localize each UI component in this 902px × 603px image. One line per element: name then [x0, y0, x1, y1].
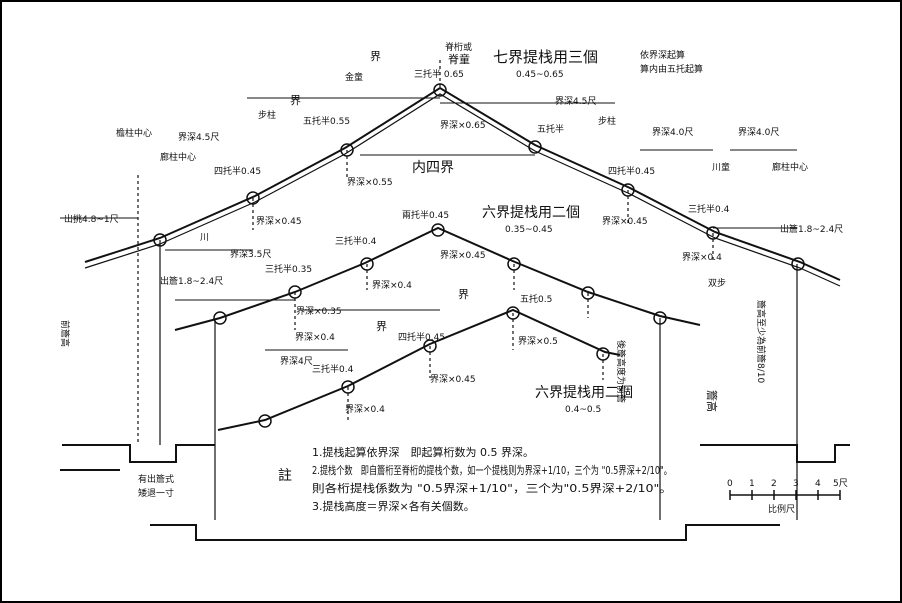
- notes-label: 註: [278, 468, 292, 484]
- mid-label-jie-2: 界: [376, 320, 387, 333]
- note-1: 1.提栈起算依界深 即起算桁数为 0.5 界深。: [312, 445, 534, 459]
- label-ridge-range: 0.45~0.65: [516, 70, 564, 80]
- title-six-bays-a-range: 0.35~0.45: [505, 225, 553, 235]
- label-jie-045-l: 界深×0.45: [256, 216, 302, 227]
- label-jie-045-r: 界深×0.45: [602, 216, 648, 227]
- label-chuan-tong: 川童: [712, 161, 730, 173]
- label-jie-055: 界深×0.55: [347, 177, 393, 188]
- scale-tick-3: 3: [793, 479, 799, 489]
- label-jin-tong: 金童: [345, 71, 363, 83]
- scale-bar: [729, 490, 841, 500]
- mid-label-yan-gao: 簷高: [705, 390, 719, 412]
- label-chu-yan-l: 出簷1.8~2.4尺: [160, 275, 223, 287]
- label-jie-40b: 界深4.0尺: [738, 127, 779, 138]
- label-jie-40: 界深4.0尺: [652, 127, 693, 138]
- scale-tick-0: 0: [727, 479, 733, 489]
- label-wu-tuo-r: 五托半: [537, 123, 564, 135]
- mid-label-san-tuo-035: 三托半0.35: [265, 263, 312, 275]
- ground-lines: [60, 444, 850, 541]
- note-right-top-2: 算内由五托起算: [640, 63, 703, 75]
- mid-label-jie-05: 界深×0.5: [518, 336, 558, 347]
- roof-seven-bays: [84, 86, 841, 287]
- mid-label-jie-035-b: 界深×0.4: [295, 332, 335, 343]
- note-2b: 則各桁提栈係数为 "0.5界深+1/10"，三个为"0.5界深+2/10"。: [312, 481, 672, 495]
- label-ridge-ratio: 三托半 0.65: [414, 68, 464, 80]
- label-si-tuo-045: 四托半0.45: [214, 165, 261, 177]
- label-yan-zhu: 檐柱中心: [116, 127, 152, 139]
- scale-label: 比例尺: [768, 503, 795, 515]
- mid-label-wu-tuo-05: 五托0.5: [520, 293, 552, 305]
- title-six-bays-b-range: 0.4~0.5: [565, 405, 601, 415]
- label-yan-height-r: 簷高至少為前簷8/10: [755, 300, 767, 383]
- scale-tick-5: 5尺: [833, 478, 848, 489]
- mid-label-right-vertical: 後簷高度为前簷: [615, 340, 627, 403]
- left-bottom-label-2: 矮退一寸: [138, 487, 174, 499]
- label-wu-tuo-055: 五托半0.55: [303, 115, 350, 127]
- label-jie-065: 界深×0.65: [440, 120, 486, 131]
- label-si-tuo-045-r: 四托半0.45: [608, 165, 655, 177]
- label-lang-zhu: 廊柱中心: [772, 161, 808, 173]
- label-jie-deep-l: 界深4.5尺: [178, 132, 219, 143]
- note-3: 3.提栈高度＝界深×各有关個数。: [312, 499, 475, 513]
- title-six-bays-a: 六界提栈用二個: [482, 205, 580, 221]
- mid-label-jie-04b: 界深×0.4: [345, 404, 385, 415]
- label-ridge-2: 脊童: [448, 52, 470, 66]
- scale-ticks: 0 1 2 3 4 5尺 比例尺: [727, 478, 848, 515]
- title-six-bays-b: 六界提栈用二個: [535, 385, 633, 401]
- note-2: 2.提栈个数 即自簷桁至脊桁的提栈个数，如一个提栈则为界深+1/10，三个为 "…: [312, 463, 672, 477]
- label-chu-jie: 出挑4.8~1尺: [64, 213, 119, 225]
- note-right-top-1: 依界深起算: [640, 49, 685, 61]
- label-chu-yan-r: 出簷1.8~2.4尺: [780, 223, 843, 235]
- mid-label-si-tuo-045: 四托半0.45: [398, 331, 445, 343]
- left-bottom-label-1: 有出簷式: [138, 473, 174, 485]
- roof-six-bays-b: [217, 308, 621, 431]
- roof-six-bays-a: [174, 226, 701, 331]
- label-liang-045: 兩托半0.45: [402, 209, 449, 221]
- mid-label-jie-045b: 界深×0.45: [430, 374, 476, 385]
- label-jie-45: 界深4.5尺: [555, 96, 596, 107]
- label-jie-left: 界: [290, 94, 301, 107]
- label-chuan: 川: [200, 233, 209, 243]
- label-nei-si-jie: 内四界: [412, 160, 454, 176]
- label-bu-zhu-r: 步柱: [598, 115, 616, 127]
- scale-tick-1: 1: [749, 479, 755, 489]
- column-lines: [137, 60, 798, 520]
- mid-label-jie-035: 界深×0.35: [296, 306, 342, 317]
- label-shuang-bu: 双步: [708, 278, 726, 289]
- dimension-lines: [60, 97, 797, 351]
- title-seven-bays: 七界提栈用三個: [493, 48, 598, 66]
- label-jie-top: 界: [370, 50, 381, 63]
- scale-tick-2: 2: [771, 479, 777, 489]
- label-ridge-1: 脊桁或: [445, 41, 472, 53]
- label-bu-zhu: 步柱: [258, 109, 276, 121]
- scale-tick-4: 4: [815, 479, 821, 489]
- mid-label-jie-045: 界深×0.45: [440, 250, 486, 261]
- mid-label-jie: 界: [458, 288, 469, 301]
- mid-label-jie-4: 界深4尺: [280, 356, 313, 367]
- label-lang-zhu-l: 廊柱中心: [160, 151, 196, 163]
- mid-label-jie-04: 界深×0.4: [372, 280, 412, 291]
- label-qian-yan-gao: 前簷高: [59, 320, 71, 347]
- mid-label-san-tuo-04b: 三托半0.4: [312, 363, 354, 375]
- label-jie-04: 界深×0.4: [682, 252, 722, 263]
- label-san-tuo-04: 三托半0.4: [688, 203, 730, 215]
- mid-label-san-tuo-04: 三托半0.4: [335, 235, 377, 247]
- label-jie-35: 界深3.5尺: [230, 249, 271, 260]
